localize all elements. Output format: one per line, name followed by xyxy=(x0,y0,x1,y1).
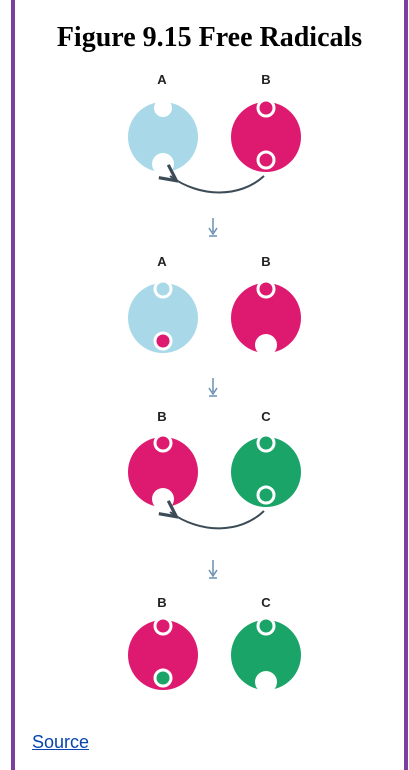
atom-a xyxy=(128,99,198,175)
atom-a xyxy=(128,279,198,353)
electron-vacancy xyxy=(152,153,174,175)
stage-2: A B xyxy=(128,254,301,356)
step-arrow xyxy=(208,378,218,397)
atom-label-b: B xyxy=(261,254,270,269)
atom-b xyxy=(128,616,198,690)
electron xyxy=(256,616,276,636)
figure-title: Figure 9.15 Free Radicals xyxy=(56,22,363,53)
stage-3: B C xyxy=(128,409,301,530)
atom-label-c: C xyxy=(261,409,271,424)
frame-right-border xyxy=(404,0,408,770)
atom-label-b: B xyxy=(157,595,166,610)
electron-vacancy xyxy=(255,671,277,693)
atom-label-a: A xyxy=(157,254,167,269)
stage-1: A B xyxy=(128,72,301,194)
frame-left-border xyxy=(11,0,15,770)
atom-label-b: B xyxy=(261,72,270,87)
electron xyxy=(153,433,173,453)
atom-b xyxy=(231,279,301,356)
received-electron xyxy=(153,331,173,351)
electron xyxy=(256,98,276,118)
stage-4: B C xyxy=(128,595,301,693)
atom-b xyxy=(128,433,198,510)
electron xyxy=(256,279,276,299)
atom-c xyxy=(231,433,301,507)
electron-transfer-arrow xyxy=(170,176,265,194)
atom-label-a: A xyxy=(157,72,167,87)
step-arrow xyxy=(208,218,218,237)
electron xyxy=(256,433,276,453)
atom-b xyxy=(231,98,301,172)
electron-vacancy xyxy=(152,488,174,510)
source-link[interactable]: Source xyxy=(32,732,90,752)
electron xyxy=(153,279,173,299)
atom-label-c: C xyxy=(261,595,271,610)
electron-transfer-arrow xyxy=(170,511,265,530)
received-electron xyxy=(153,668,173,688)
step-arrow xyxy=(208,560,218,579)
free-radicals-diagram: A B A B xyxy=(128,72,301,693)
electron xyxy=(256,150,276,170)
electron xyxy=(256,485,276,505)
electron xyxy=(153,616,173,636)
atom-label-b: B xyxy=(157,409,166,424)
electron-vacancy xyxy=(255,334,277,356)
atom-c xyxy=(231,616,301,693)
